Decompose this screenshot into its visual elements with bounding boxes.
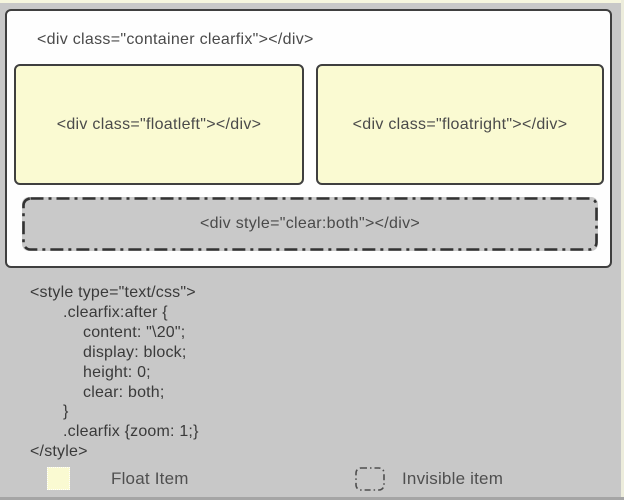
code-line: clear: both;	[83, 383, 165, 401]
float-item-swatch-icon	[47, 467, 70, 490]
container-clearfix-label: <div class="container clearfix"></div>	[37, 31, 314, 48]
legend-invisible-item-label: Invisible item	[402, 469, 504, 488]
float-right-box: <div class="floatright"></div>	[316, 64, 604, 185]
clear-both-box: <div style="clear:both"></div>	[22, 197, 598, 251]
page-right-edge	[621, 0, 624, 500]
legend-float-item: Float Item	[47, 467, 189, 490]
clearfix-css-code: <style type="text/css"> .clearfix:after …	[30, 283, 199, 462]
dash-dot-border-icon	[22, 197, 598, 251]
code-line: .clearfix {zoom: 1;}	[63, 423, 199, 441]
float-right-label: <div class="floatright"></div>	[352, 115, 568, 133]
float-left-box: <div class="floatleft"></div>	[14, 64, 304, 185]
code-line: }	[63, 403, 69, 421]
legend-float-item-label: Float Item	[111, 468, 189, 488]
container-clearfix-box: <div class="container clearfix"></div> <…	[5, 9, 612, 268]
code-line: height: 0;	[83, 363, 151, 381]
code-line: display: block;	[83, 343, 187, 361]
page-top-edge	[0, 0, 624, 3]
code-line: </style>	[30, 443, 88, 461]
code-line: .clearfix:after {	[63, 303, 168, 321]
float-left-label: <div class="floatleft"></div>	[56, 115, 262, 133]
legend-invisible-item: Invisible item	[355, 467, 503, 491]
code-line: <style type="text/css">	[30, 284, 196, 301]
code-line: content: "\20";	[83, 323, 186, 341]
page-bottom-edge	[0, 497, 624, 500]
clear-both-label: <div style="clear:both"></div>	[199, 215, 421, 232]
invisible-item-swatch-icon	[355, 467, 385, 491]
